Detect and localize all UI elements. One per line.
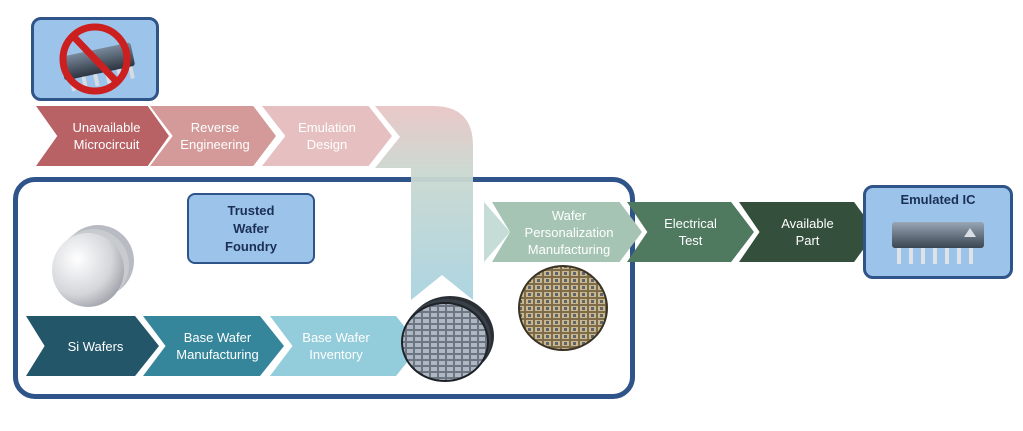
step-label: Unavailable Microcircuit xyxy=(72,120,141,152)
step-available-part: Available Part xyxy=(739,202,876,262)
step-label: Wafer Personalization Manufacturing xyxy=(524,207,614,257)
trusted-wafer-foundry-box: Trusted Wafer Foundry xyxy=(187,193,315,264)
step-unavailable-microcircuit: Unavailable Microcircuit xyxy=(36,106,169,166)
step-label: Base Wafer Manufacturing xyxy=(176,330,259,362)
emulated-chip-icon xyxy=(892,222,984,264)
patterned-wafer-stack-icon xyxy=(401,296,494,382)
trusted-foundry-frame xyxy=(13,177,635,399)
step-label: Si Wafers xyxy=(67,338,124,354)
step-label: Electrical Test xyxy=(664,216,717,248)
step-label: Reverse Engineering xyxy=(180,120,250,152)
step-label: Emulation Design xyxy=(298,120,356,152)
step-base-wafer-inventory: Base Wafer Inventory xyxy=(270,316,420,376)
emulated-ic-badge: Emulated IC xyxy=(863,185,1013,279)
unavailable-chip-badge xyxy=(31,17,159,101)
si-wafer-stack-icon xyxy=(52,225,134,307)
step-base-wafer-manufacturing: Base Wafer Manufacturing xyxy=(143,316,284,376)
emulated-ic-label: Emulated IC xyxy=(900,192,976,207)
step-si-wafers: Si Wafers xyxy=(26,316,159,376)
step-label: Base Wafer Inventory xyxy=(302,330,370,362)
crossed-out-chip-icon xyxy=(59,23,135,95)
personalized-wafer-icon xyxy=(518,265,608,351)
step-electrical-test: Electrical Test xyxy=(627,202,754,262)
trusted-foundry-label: Trusted Wafer Foundry xyxy=(225,202,277,254)
step-label: Available Part xyxy=(781,216,834,248)
step-wafer-personalization-manufacturing: Wafer Personalization Manufacturing xyxy=(492,202,642,262)
